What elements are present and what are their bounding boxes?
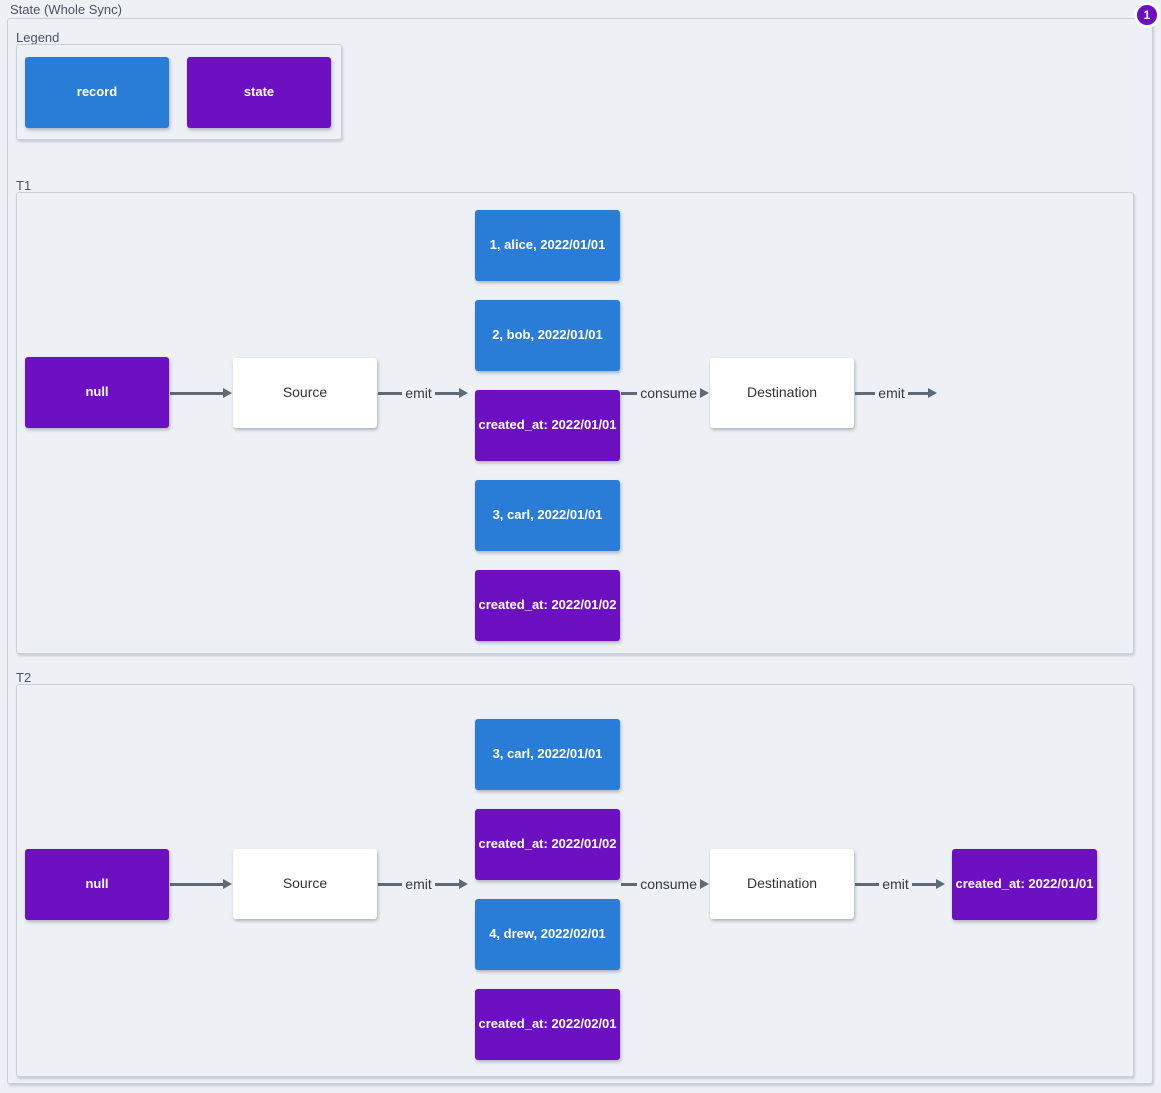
t2-edge-consume: consume bbox=[621, 874, 709, 894]
edge-line bbox=[855, 882, 880, 886]
t1-destination-node: Destination bbox=[710, 358, 854, 428]
t2-edge-emit-out: emit bbox=[855, 874, 946, 894]
t1-state-node: created_at: 2022/01/02 bbox=[475, 570, 620, 641]
arrowhead-icon bbox=[223, 879, 232, 889]
t1-record-node: 3, carl, 2022/01/01 bbox=[475, 480, 620, 551]
t2-state-node-output: created_at: 2022/01/01 bbox=[952, 849, 1097, 920]
edge-line bbox=[378, 391, 403, 395]
edge-line bbox=[170, 882, 223, 886]
t1-record-node: 2, bob, 2022/01/01 bbox=[475, 300, 620, 371]
t2-edge-null-to-source bbox=[170, 874, 232, 894]
edge-line bbox=[855, 391, 876, 395]
edge-line bbox=[434, 391, 460, 395]
legend-record-node: record bbox=[25, 57, 169, 128]
arrowhead-icon bbox=[459, 879, 469, 889]
edge-label: consume bbox=[640, 385, 697, 401]
t2-state-node: created_at: 2022/01/02 bbox=[475, 809, 620, 880]
t1-edge-emit-out: emit bbox=[855, 383, 938, 403]
edge-line bbox=[378, 882, 403, 886]
t2-record-node: 3, carl, 2022/01/01 bbox=[475, 719, 620, 790]
edge-line bbox=[170, 391, 223, 395]
arrowhead-icon bbox=[928, 388, 938, 398]
t1-edge-consume: consume bbox=[621, 383, 709, 403]
cluster-t2 bbox=[16, 684, 1134, 1077]
edge-line bbox=[621, 882, 638, 886]
edge-label: emit bbox=[878, 385, 905, 401]
legend-title: Legend bbox=[16, 30, 60, 45]
t2-edge-emit: emit bbox=[378, 874, 469, 894]
t2-record-node: 4, drew, 2022/02/01 bbox=[475, 899, 620, 970]
arrowhead-icon bbox=[459, 388, 469, 398]
cluster-state-whole-sync bbox=[7, 18, 1153, 1084]
t1-title: T1 bbox=[16, 178, 32, 193]
edge-label: emit bbox=[405, 385, 432, 401]
t1-edge-emit: emit bbox=[378, 383, 469, 403]
cluster-t1 bbox=[16, 192, 1134, 654]
arrowhead-icon bbox=[700, 879, 709, 889]
edge-label: emit bbox=[405, 876, 432, 892]
edge-line bbox=[621, 391, 638, 395]
edge-label: consume bbox=[640, 876, 697, 892]
cluster-title-state-whole-sync: State (Whole Sync) bbox=[10, 2, 122, 17]
legend-state-node: state bbox=[187, 57, 331, 128]
t2-state-node-null: null bbox=[25, 849, 169, 920]
edge-label: emit bbox=[882, 876, 909, 892]
t2-destination-node: Destination bbox=[710, 849, 854, 919]
t1-record-node: 1, alice, 2022/01/01 bbox=[475, 210, 620, 281]
edge-line bbox=[907, 391, 929, 395]
t2-title: T2 bbox=[16, 670, 32, 685]
t1-source-node: Source bbox=[233, 358, 377, 428]
t1-state-node: created_at: 2022/01/01 bbox=[475, 390, 620, 461]
edge-line bbox=[434, 882, 460, 886]
cluster-legend bbox=[16, 44, 342, 140]
arrowhead-icon bbox=[936, 879, 946, 889]
t1-state-node-null: null bbox=[25, 357, 169, 428]
arrowhead-icon bbox=[223, 388, 232, 398]
t1-edge-null-to-source bbox=[170, 383, 232, 403]
arrowhead-icon bbox=[700, 388, 709, 398]
t2-source-node: Source bbox=[233, 849, 377, 919]
edge-line bbox=[911, 882, 937, 886]
t2-state-node: created_at: 2022/02/01 bbox=[475, 989, 620, 1060]
annotation-badge: 1 bbox=[1134, 2, 1160, 28]
